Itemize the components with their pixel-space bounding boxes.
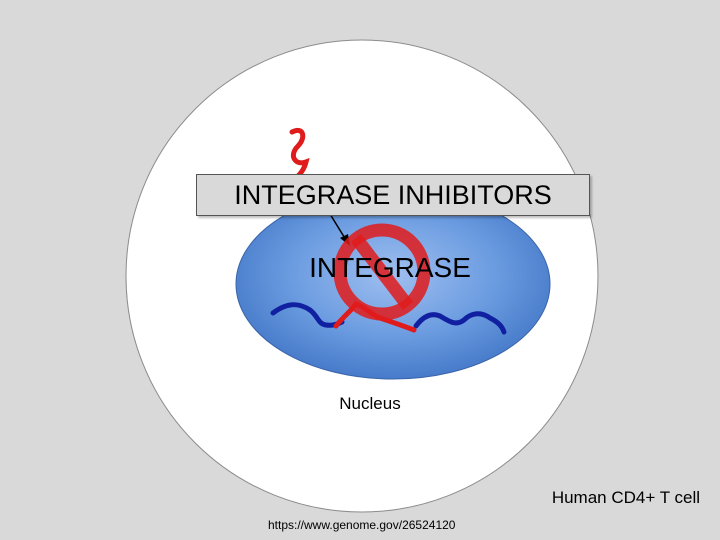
integrase-inhibitors-label: INTEGRASE INHIBITORS — [234, 179, 552, 210]
integrase-label: INTEGRASE — [309, 252, 471, 283]
source-url: https://www.genome.gov/26524120 — [268, 518, 456, 532]
viral-dna-strand — [289, 128, 310, 181]
host-dna-right — [413, 311, 507, 335]
prohibition-icon — [333, 223, 431, 321]
cell-label: Human CD4+ T cell — [551, 488, 700, 507]
nucleus-label: Nucleus — [339, 394, 401, 413]
integrase-inhibitors-box: INTEGRASE INHIBITORS — [196, 174, 590, 216]
